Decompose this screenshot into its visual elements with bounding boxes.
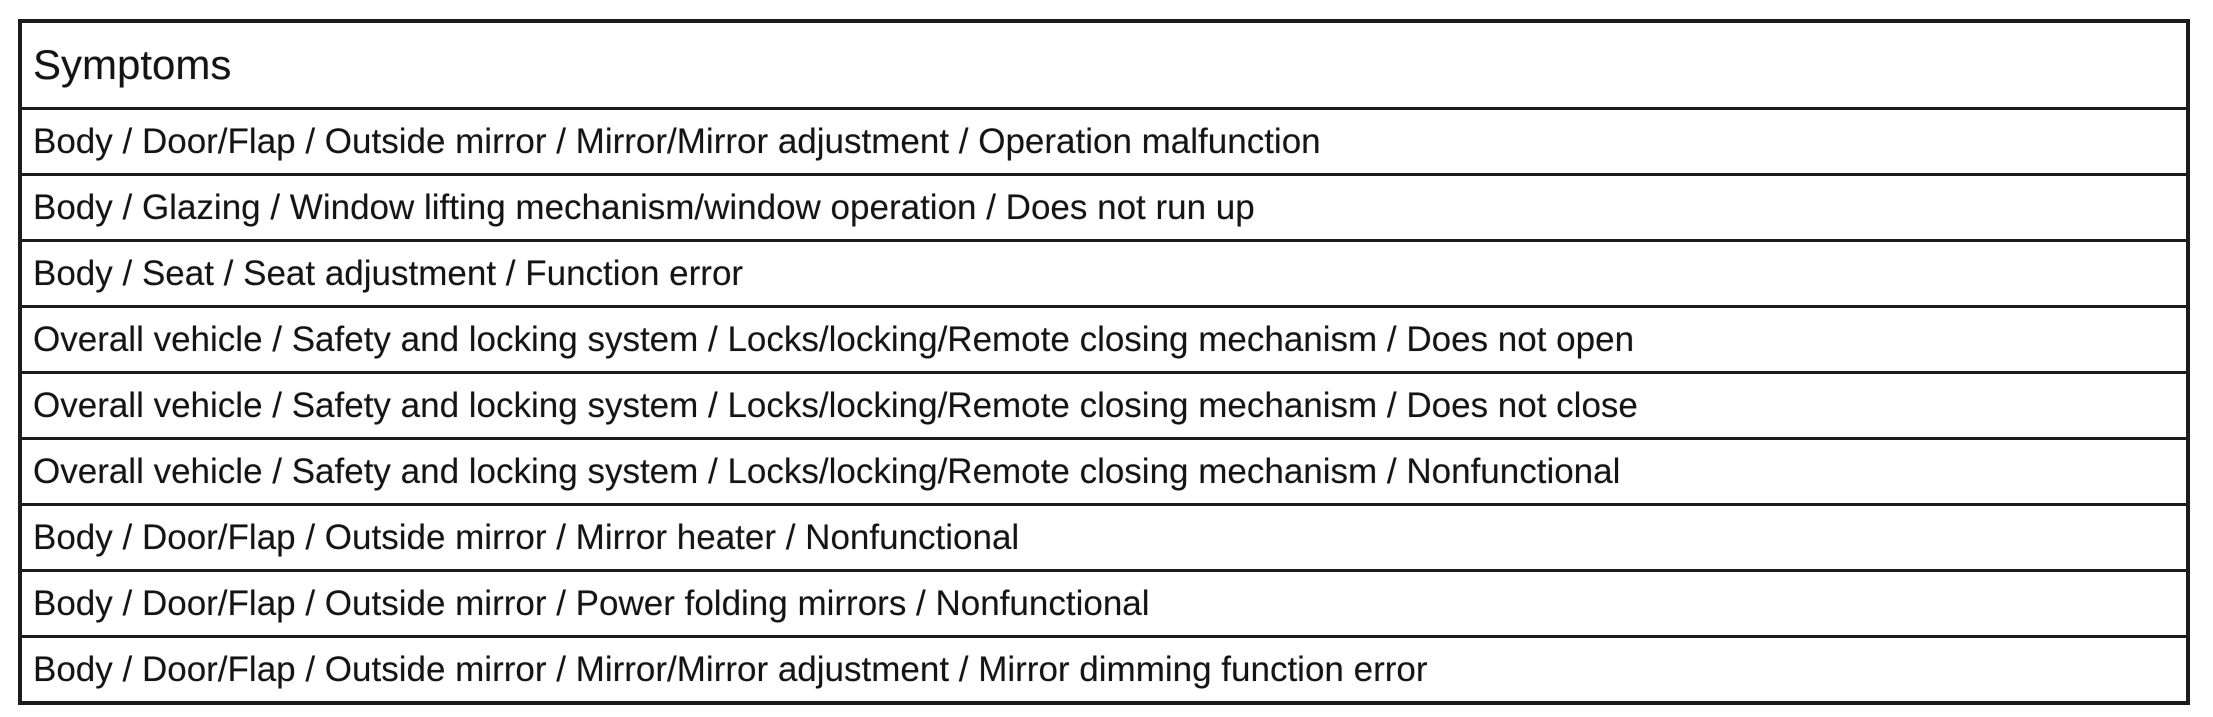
table-row: Body / Seat / Seat adjustment / Function…	[22, 239, 2186, 305]
table-row: Overall vehicle / Safety and locking sys…	[22, 371, 2186, 437]
table-cell: Body / Glazing / Window lifting mechanis…	[33, 187, 1255, 227]
table-cell: Body / Seat / Seat adjustment / Function…	[33, 253, 744, 293]
table-cell: Overall vehicle / Safety and locking sys…	[33, 451, 1621, 491]
table-cell: Overall vehicle / Safety and locking sys…	[33, 385, 1638, 425]
table-cell: Overall vehicle / Safety and locking sys…	[33, 319, 1635, 359]
table-row: Body / Door/Flap / Outside mirror / Powe…	[22, 569, 2186, 635]
table-row: Body / Door/Flap / Outside mirror / Mirr…	[22, 635, 2186, 701]
table-row: Overall vehicle / Safety and locking sys…	[22, 305, 2186, 371]
table-header-row: Symptoms	[22, 23, 2186, 107]
table-header-label: Symptoms	[33, 41, 232, 88]
table-row: Overall vehicle / Safety and locking sys…	[22, 437, 2186, 503]
table-cell: Body / Door/Flap / Outside mirror / Mirr…	[33, 121, 1321, 161]
table-row: Body / Door/Flap / Outside mirror / Mirr…	[22, 503, 2186, 569]
table-cell: Body / Door/Flap / Outside mirror / Mirr…	[33, 649, 1428, 689]
table-row: Body / Door/Flap / Outside mirror / Mirr…	[22, 107, 2186, 173]
symptoms-table: Symptoms Body / Door/Flap / Outside mirr…	[18, 19, 2190, 705]
table-row: Body / Glazing / Window lifting mechanis…	[22, 173, 2186, 239]
table-cell: Body / Door/Flap / Outside mirror / Powe…	[33, 583, 1150, 623]
table-cell: Body / Door/Flap / Outside mirror / Mirr…	[33, 517, 1020, 557]
